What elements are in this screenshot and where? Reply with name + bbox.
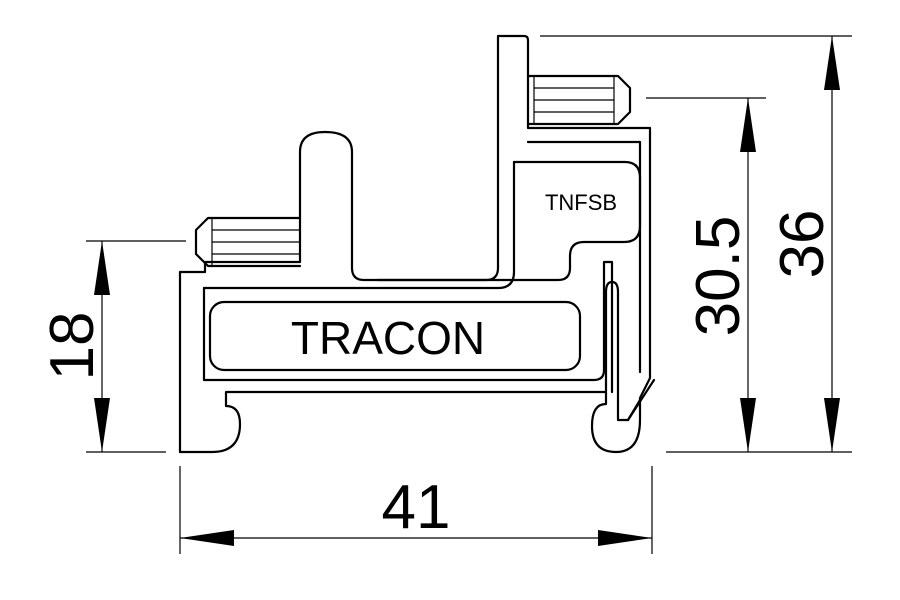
dimension-36-label: 36 [768,210,837,279]
right-screw [526,74,632,126]
dimension-18-label: 18 [38,312,107,381]
dimension-30-5-label: 30.5 [684,216,753,337]
left-screw [194,216,302,268]
brand-label: TRACON [291,312,485,364]
dimension-18: 18 [38,241,110,452]
model-label: TNFSB [545,190,617,215]
dimension-30-5: 30.5 [684,98,756,452]
profile-outline [178,34,656,454]
dimension-36: 36 [768,36,840,452]
extension-lines [86,35,852,554]
dimension-41: 41 [180,473,652,546]
dimension-41-label: 41 [382,473,451,542]
